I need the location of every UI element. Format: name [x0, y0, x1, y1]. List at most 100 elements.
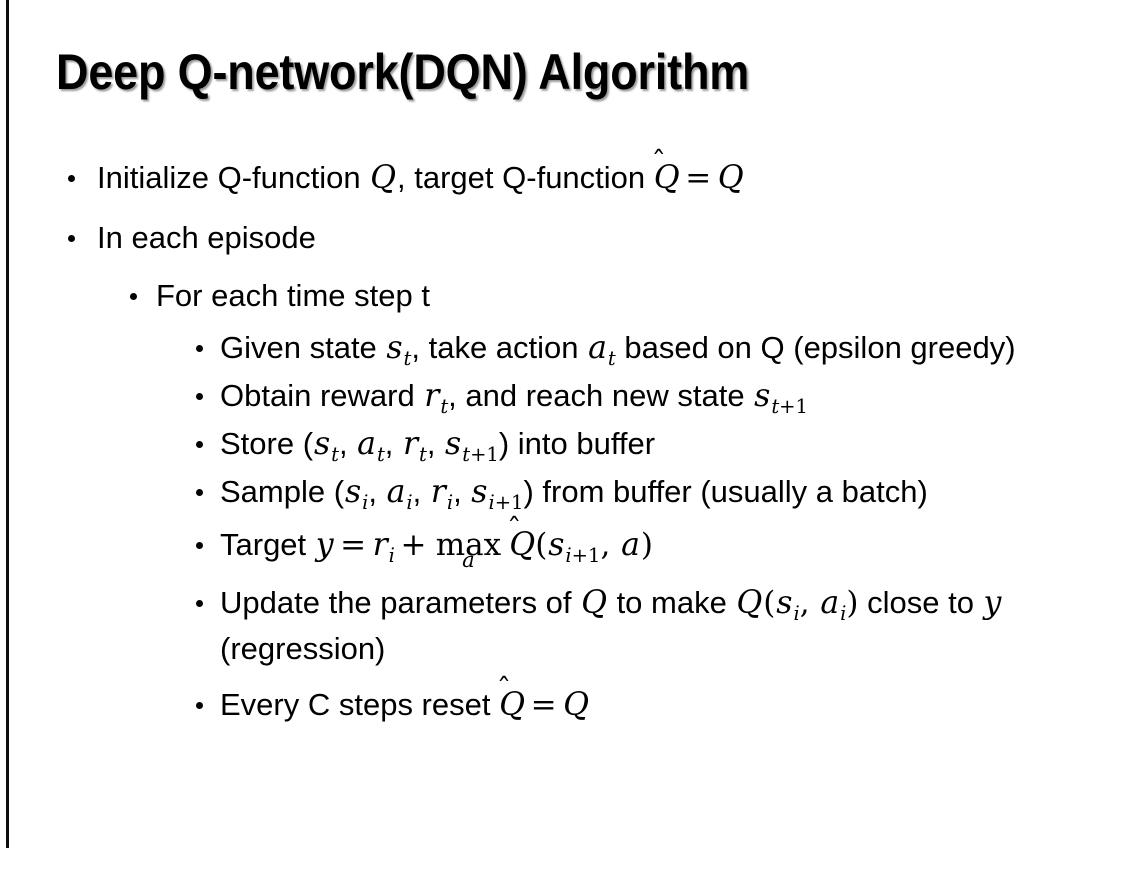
math-q-hat-base: Q — [509, 527, 536, 563]
math-var-s: s — [776, 585, 793, 621]
text-run: Obtain reward — [220, 378, 424, 413]
bullet-for-each-time-step: For each time step t — [0, 270, 1124, 322]
text-run: ) into buffer — [498, 426, 656, 461]
text-run: Every C steps reset — [220, 687, 500, 722]
text-run: based on Q (epsilon greedy) — [615, 330, 1016, 365]
slide-body: Initialize Q-function Q, target Q-functi… — [0, 148, 1124, 732]
text-run: close to — [858, 585, 983, 620]
math-max-limit: a — [462, 547, 475, 573]
math-var-s2: s — [471, 474, 488, 510]
math-var-s: s — [548, 527, 565, 563]
bullet-dot-icon — [68, 175, 75, 182]
text-run: Store ( — [220, 426, 314, 461]
math-subscript: t+1 — [771, 395, 808, 418]
math-q-hat: Q̂ — [509, 527, 536, 563]
bullet-dot-icon — [196, 393, 203, 400]
math-var-q2: Q — [717, 160, 744, 196]
math-var-q: Q — [370, 160, 397, 196]
math-plus: + — [400, 527, 427, 563]
math-subscript: t — [607, 346, 616, 370]
bullet-text: In each episode — [97, 220, 316, 255]
subscript-offset: +1 — [571, 543, 601, 567]
math-subscript: i — [446, 490, 454, 514]
bullet-dot-icon — [130, 293, 137, 300]
bullet-dot-icon — [196, 600, 203, 607]
math-var-action: a — [621, 527, 640, 563]
math-var-s: s — [754, 378, 771, 414]
text-run: , — [384, 426, 403, 461]
bullet-text: Store (st, at, rt, st+1) into buffer — [220, 420, 1090, 468]
math-var-a: a — [386, 474, 406, 510]
math-paren-open: ( — [535, 527, 548, 563]
math-q-hat-base: Q — [653, 160, 680, 196]
math-var-q1: Q — [581, 585, 608, 621]
math-paren-close: ) — [640, 527, 654, 563]
math-var-a: a — [357, 426, 377, 462]
subscript-var: i — [488, 490, 495, 514]
math-subscript: t — [419, 442, 427, 466]
math-equals: = — [340, 527, 367, 563]
bullet-dot-icon — [196, 542, 203, 549]
math-var-q: Q — [563, 687, 590, 723]
math-q-hat: Q̂ — [653, 160, 680, 196]
bullet-sample-batch: Sample (si, ai, ri, si+1) from buffer (u… — [0, 468, 1124, 516]
bullet-text: Initialize Q-function Q, target Q-functi… — [97, 148, 1094, 208]
math-subscript: i — [388, 543, 395, 567]
math-subscript: i — [406, 490, 413, 514]
bullet-dot-icon — [68, 235, 75, 242]
subscript-var: i — [565, 543, 572, 567]
bullet-dot-icon — [196, 489, 203, 496]
math-var-r: r — [372, 527, 388, 563]
bullet-store-transition: Store (st, at, rt, st+1) into buffer — [0, 420, 1124, 468]
text-run: (regression) — [220, 631, 386, 666]
text-run: , — [338, 426, 357, 461]
math-q-hat: Q̂ — [499, 687, 526, 723]
bullet-reset-target-network: Every C steps reset Q̂=Q — [0, 678, 1124, 732]
text-run: to make — [607, 585, 736, 620]
text-run: Sample ( — [220, 474, 345, 509]
math-var-s: s — [313, 426, 331, 462]
bullet-initialize: Initialize Q-function Q, target Q-functi… — [0, 148, 1124, 208]
bullet-obtain-reward: Obtain reward rt, and reach new state st… — [0, 372, 1124, 420]
math-var-q2: Q — [736, 585, 763, 621]
math-subscript: t — [440, 394, 449, 418]
bullet-text: For each time step t — [156, 278, 430, 313]
text-run: , — [426, 426, 445, 461]
text-run: Update the parameters of — [220, 585, 581, 620]
math-subscript: i+1 — [488, 491, 523, 514]
math-max-label: max — [435, 527, 502, 563]
slide-left-border — [6, 0, 9, 848]
subscript-offset: +1 — [779, 394, 808, 418]
math-var-s2: s — [445, 426, 462, 462]
math-q-hat-base: Q — [499, 687, 526, 723]
bullet-text: Given state st, take action at based on … — [220, 324, 1090, 372]
math-subscript: t+1 — [462, 443, 499, 466]
math-subscript: i — [793, 601, 800, 625]
bullet-text: Obtain reward rt, and reach new state st… — [220, 372, 1090, 420]
math-paren-close: ) — [846, 585, 859, 621]
math-var-y: y — [983, 585, 1002, 621]
bullet-dot-icon — [196, 441, 203, 448]
bullet-dot-icon — [196, 702, 203, 709]
bullet-text: Update the parameters of Q to make Q(si,… — [220, 580, 1090, 672]
math-var-s: s — [344, 474, 362, 510]
math-paren-open: ( — [763, 585, 776, 621]
math-subscript: t — [403, 346, 412, 370]
text-run: , — [453, 474, 471, 509]
bullet-dot-icon — [196, 345, 203, 352]
math-var-a: a — [588, 330, 607, 366]
bullet-update-parameters: Update the parameters of Q to make Q(si,… — [0, 580, 1124, 672]
math-subscript: i — [362, 490, 369, 514]
subscript-offset: +1 — [494, 490, 524, 514]
text-run: Target — [220, 527, 315, 562]
math-var-r: r — [424, 378, 440, 414]
math-comma: , — [799, 585, 820, 621]
text-run: , — [412, 474, 430, 509]
text-run: , take action — [411, 330, 588, 365]
subscript-offset: +1 — [470, 442, 499, 466]
math-subscript: i — [840, 601, 847, 625]
math-var-a: a — [820, 585, 840, 621]
